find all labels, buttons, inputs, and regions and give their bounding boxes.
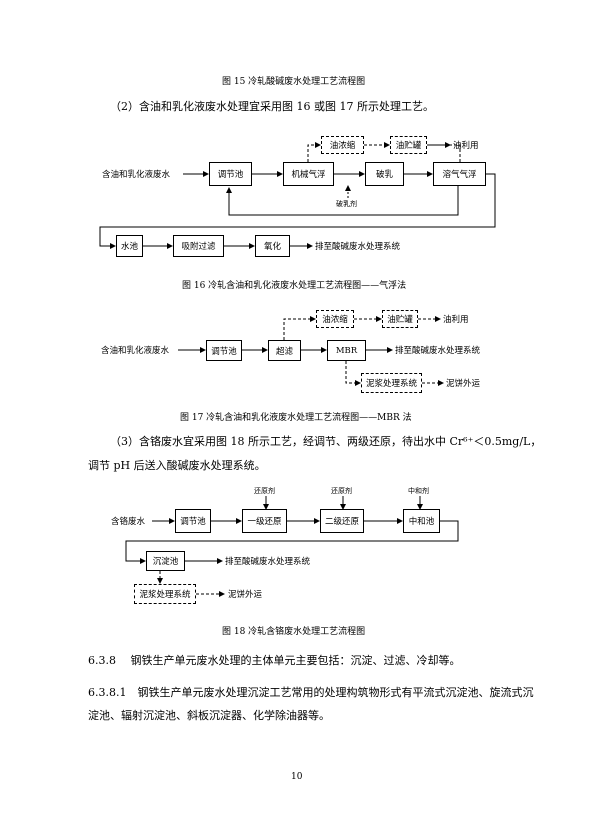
fig17-output-label: 排至酸碱废水处理系统	[395, 346, 481, 356]
fig18-input-label: 含铬废水	[111, 517, 146, 527]
fig17-youchuguan-box: 油贮罐	[382, 310, 418, 328]
fig16-poruji-label: 破乳剂	[336, 200, 357, 208]
fig17-younongsuo-box: 油浓缩	[316, 310, 354, 328]
fig17-mbr-box: MBR	[327, 340, 366, 361]
fig16-youchuguan-box: 油贮罐	[390, 136, 427, 154]
fig16-yanghua-box: 氧化	[255, 235, 290, 257]
fig16-younongsuo-box: 油浓缩	[321, 136, 364, 154]
page-number: 10	[291, 772, 303, 782]
section-6-3-8-1-line-1: 6.3.8.1 钢铁生产单元废水处理沉淀工艺常用的处理构筑物形式有平流式沉淀池、…	[88, 686, 534, 699]
fig18-zhongheji-label: 中和剂	[408, 487, 429, 495]
fig18-zhonghe-box: 中和池	[403, 509, 440, 533]
fig16-shuichi-box: 水池	[116, 235, 143, 257]
fig16-input-label: 含油和乳化液废水	[102, 170, 171, 180]
fig17-input-label: 含油和乳化液废水	[101, 346, 170, 356]
fig18-huanyuanji-2-label: 还原剂	[331, 487, 352, 495]
fig17-nibing-label: 泥饼外运	[446, 379, 481, 389]
figure-16-caption: 图 16 冷轧含油和乳化液废水处理工艺流程图——气浮法	[182, 281, 407, 291]
fig17-nijiang-box: 泥浆处理系统	[361, 373, 422, 393]
fig17-tiaojie-box: 调节池	[206, 340, 242, 361]
fig17-chaolv-box: 超滤	[268, 340, 301, 361]
fig16-youliyong-label: 油利用	[453, 141, 479, 151]
fig16-output-label: 排至酸碱废水处理系统	[315, 242, 401, 252]
fig16-poru-box: 破乳	[365, 162, 404, 186]
paragraph-2: （2）含油和乳化液废水处理宜采用图 16 或图 17 所示处理工艺。	[110, 100, 434, 113]
fig18-erji-box: 二级还原	[320, 509, 364, 533]
figure-18-caption: 图 18 冷轧含铬废水处理工艺流程图	[222, 627, 366, 637]
fig16-tiaojie-box: 调节池	[209, 162, 252, 186]
fig18-nibing-label: 泥饼外运	[228, 590, 263, 600]
fig18-nijiang-box: 泥浆处理系统	[134, 584, 196, 604]
fig18-chendian-box: 沉淀池	[146, 551, 185, 571]
paragraph-3-line-2: 调节 pH 后送入酸碱废水处理系统。	[88, 459, 266, 472]
section-6-3-8: 6.3.8 钢铁生产单元废水处理的主体单元主要包括：沉淀、过滤、冷却等。	[88, 654, 461, 667]
fig17-youliyong-label: 油利用	[443, 315, 469, 325]
fig16-xifu-box: 吸附过滤	[173, 235, 224, 257]
fig16-jixie-box: 机械气浮	[283, 162, 334, 186]
fig16-rongqi-box: 溶气气浮	[433, 162, 486, 186]
section-6-3-8-1-line-2: 淀池、辐射沉淀池、斜板沉淀器、化学除油器等。	[88, 709, 330, 722]
fig18-tiaojie-box: 调节池	[175, 509, 211, 533]
figure-17-caption: 图 17 冷轧含油和乳化液废水处理工艺流程图——MBR 法	[180, 413, 412, 423]
paragraph-3-line-1: （3）含铬废水宜采用图 18 所示工艺，经调节、两级还原，待出水中 Cr⁶⁺＜0…	[110, 435, 542, 448]
fig18-yiji-box: 一级还原	[242, 509, 287, 533]
figure-15-caption: 图 15 冷轧酸碱废水处理工艺流程图	[222, 77, 366, 87]
fig18-huanyuanji-1-label: 还原剂	[254, 487, 275, 495]
fig18-output-label: 排至酸碱废水处理系统	[225, 557, 311, 567]
